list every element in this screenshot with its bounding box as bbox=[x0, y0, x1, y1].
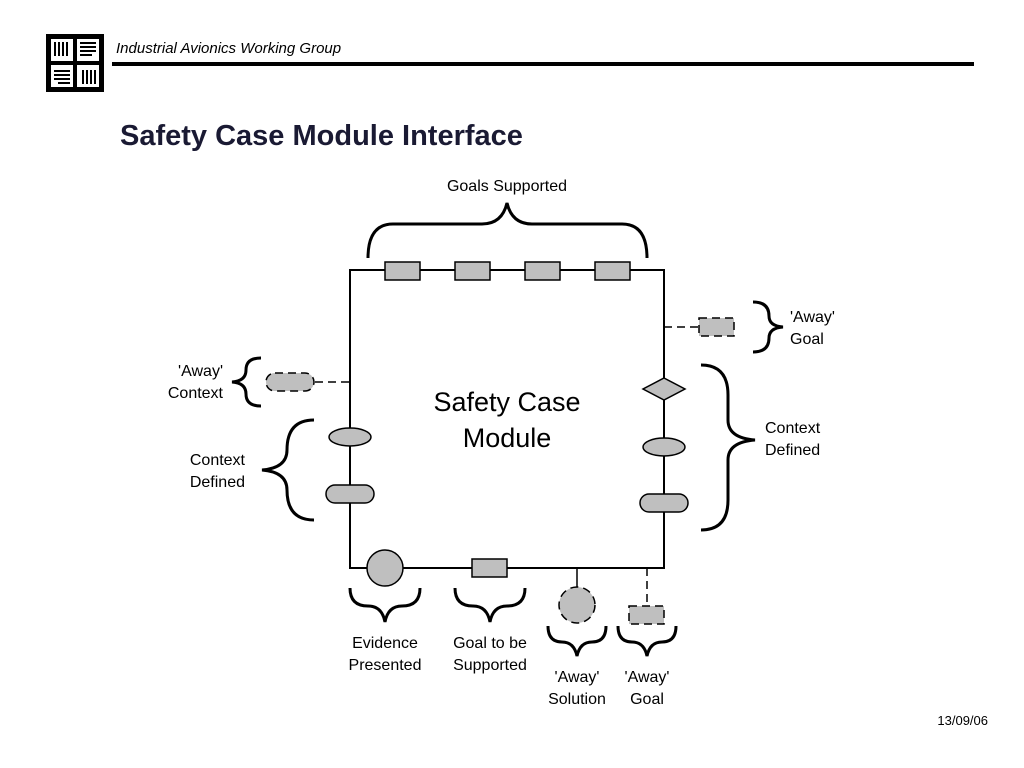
goals-supported-brace bbox=[366, 202, 649, 259]
away-goal-bottom-brace bbox=[616, 625, 678, 657]
away-solution-circle bbox=[558, 586, 596, 624]
evidence-circle bbox=[366, 549, 404, 587]
iawg-logo-icon bbox=[46, 34, 104, 92]
right-context-diamond bbox=[641, 377, 687, 401]
away-solution-brace bbox=[546, 625, 608, 657]
supported-goal-3 bbox=[524, 261, 561, 281]
header-org-name: Industrial Avionics Working Group bbox=[116, 40, 342, 57]
header-rule bbox=[112, 62, 974, 66]
left-context-brace bbox=[261, 418, 315, 522]
away-goal-bottom-shape bbox=[628, 605, 665, 625]
module-label-line1: Safety Case bbox=[433, 387, 580, 417]
away-goal-right-label-line2: Goal bbox=[790, 331, 824, 348]
right-context-label-line1: Context bbox=[765, 420, 821, 437]
goals-supported-label: Goals Supported bbox=[447, 178, 567, 195]
away-goal-right-shape bbox=[698, 317, 735, 337]
right-context-label-line2: Defined bbox=[765, 442, 820, 459]
evidence-label-line1: Evidence bbox=[352, 635, 418, 652]
evidence-brace bbox=[348, 587, 422, 623]
supported-goal-2 bbox=[454, 261, 491, 281]
away-solution-label-line1: 'Away' bbox=[555, 669, 600, 686]
away-goal-right-brace bbox=[752, 300, 784, 354]
away-goal-right-label-line1: 'Away' bbox=[790, 309, 835, 326]
goal-to-be-supported-brace bbox=[453, 587, 527, 623]
evidence-label-line2: Presented bbox=[349, 657, 422, 674]
goal-to-be-supported-label-line1: Goal to be bbox=[453, 635, 527, 652]
page-title: Safety Case Module Interface bbox=[120, 120, 523, 152]
goal-to-be-supported-label-line2: Supported bbox=[453, 657, 527, 674]
left-context-ellipse bbox=[328, 427, 372, 447]
left-context-label-line1: Context bbox=[190, 452, 246, 469]
away-solution-label-line2: Solution bbox=[548, 691, 606, 708]
left-context-label-line2: Defined bbox=[190, 474, 245, 491]
away-context-shape bbox=[265, 372, 315, 392]
away-goal-bottom-label-line1: 'Away' bbox=[625, 669, 670, 686]
supported-goal-4 bbox=[594, 261, 631, 281]
footer-date: 13/09/06 bbox=[937, 713, 988, 728]
module-box bbox=[349, 269, 665, 569]
goal-to-be-supported-shape bbox=[471, 558, 508, 578]
away-goal-bottom-label-line2: Goal bbox=[630, 691, 664, 708]
away-context-label-line1: 'Away' bbox=[178, 363, 223, 380]
supported-goal-1 bbox=[384, 261, 421, 281]
module-label-line2: Module bbox=[463, 423, 552, 453]
right-context-brace bbox=[700, 363, 756, 532]
away-context-label-line2: Context bbox=[168, 385, 224, 402]
right-context-rounded bbox=[639, 493, 689, 513]
left-context-rounded bbox=[325, 484, 375, 504]
away-context-brace bbox=[231, 356, 262, 408]
right-context-ellipse bbox=[642, 437, 686, 457]
